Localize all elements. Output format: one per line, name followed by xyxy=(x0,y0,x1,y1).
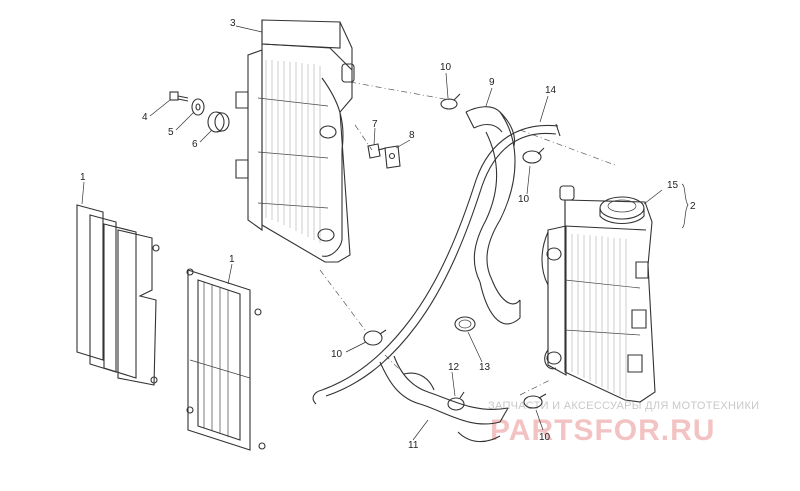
hose-clamp-mid-right xyxy=(522,147,545,164)
callout-11: 11 xyxy=(408,440,419,451)
leader-lines xyxy=(81,25,689,441)
callout-10-lower-left: 10 xyxy=(331,349,343,360)
left-radiator xyxy=(235,19,355,263)
left-radiator-shroud xyxy=(76,204,160,386)
hose-clamp-lower-left xyxy=(363,329,387,346)
washer xyxy=(191,98,205,116)
callout-4: 4 xyxy=(142,112,148,123)
screw xyxy=(367,143,387,159)
callout-7: 7 xyxy=(372,119,378,130)
callout-13: 13 xyxy=(479,362,491,373)
right-radiator-louver xyxy=(186,268,266,451)
callout-2: 2 xyxy=(690,201,696,212)
callout-10-lower-right: 10 xyxy=(539,432,551,443)
right-radiator xyxy=(541,185,656,403)
callout-8: 8 xyxy=(409,130,415,141)
callout-10-top: 10 xyxy=(440,62,452,73)
hose-clamp-band xyxy=(454,316,476,332)
callout-3: 3 xyxy=(230,18,236,29)
callout-12: 12 xyxy=(448,362,460,373)
watermark-caption: ЗАПЧАСТИ И АКСЕССУАРЫ ДЛЯ МОТОТЕХНИКИ xyxy=(488,400,759,412)
assembly-center-lines xyxy=(319,81,616,396)
lower-hose xyxy=(379,355,509,443)
watermark-brand: PARTSFOR.RU xyxy=(490,414,715,447)
callout-14: 14 xyxy=(545,85,557,96)
overflow-hose xyxy=(312,123,561,405)
hose-clamp-lower-right xyxy=(523,393,547,409)
callout-1-left: 1 xyxy=(80,172,86,183)
hose-clamp-top xyxy=(440,93,461,110)
radiator-cap xyxy=(599,196,645,225)
callout-1-right: 1 xyxy=(229,254,235,265)
callout-5: 5 xyxy=(168,127,174,138)
callout-10-mid: 10 xyxy=(518,194,530,205)
rubber-grommet xyxy=(207,111,230,133)
callout-labels: 3 4 5 6 7 8 10 9 14 10 15 2 1 1 10 12 13… xyxy=(80,18,696,451)
callout-9: 9 xyxy=(489,77,495,88)
bolt xyxy=(169,91,189,102)
callout-6: 6 xyxy=(192,139,198,150)
hose-clamp-small xyxy=(447,391,465,411)
upper-hose xyxy=(465,106,521,325)
callout-15: 15 xyxy=(667,180,679,191)
spring-clip xyxy=(384,145,401,169)
